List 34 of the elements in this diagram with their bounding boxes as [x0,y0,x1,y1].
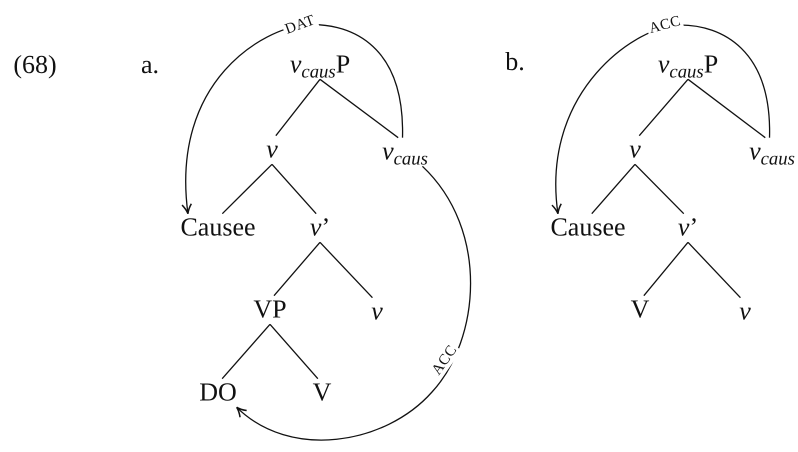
tree-branch [222,164,272,214]
tree-branch [591,164,636,214]
subexample-letter: b. [505,47,525,77]
edge-label: ACC [646,13,684,37]
tree-branch [688,78,766,138]
tree-node-label: v [264,136,280,164]
subexample-letter: a. [140,50,160,80]
example-number: (68) [13,50,57,80]
tree-branch [222,324,270,380]
tree-branch [274,242,320,296]
tree-branch [638,78,688,136]
tree-branch [272,164,317,214]
tree-node-label: v [369,298,385,326]
tree-node-label: V [628,296,652,324]
tree-node-label: DO [197,378,239,408]
tree-branch [320,78,399,138]
tree-node-label: v$_{caus}$ [380,138,430,166]
tree-node-label: v’ [676,214,700,242]
tree-branch [643,242,688,296]
tree-node-label: VP [251,296,289,324]
tree-branch [270,324,318,380]
tree-branch [320,242,373,298]
tree-branch [634,164,684,214]
tree-node-label: v$_{caus}$P [288,50,352,80]
tree-branch [688,242,741,298]
tree-node-label: v [627,136,643,164]
tree-node-label: V [310,378,334,408]
tree-node-label: Causee [178,214,258,242]
tree-node-label: Causee [548,214,628,242]
tree-node-label: v [737,298,753,326]
tree-node-label: v$_{caus}$P [656,50,720,80]
tree-node-label: v$_{caus}$ [747,138,797,166]
tree-node-label: v’ [308,214,332,242]
tree-branch [275,78,321,136]
